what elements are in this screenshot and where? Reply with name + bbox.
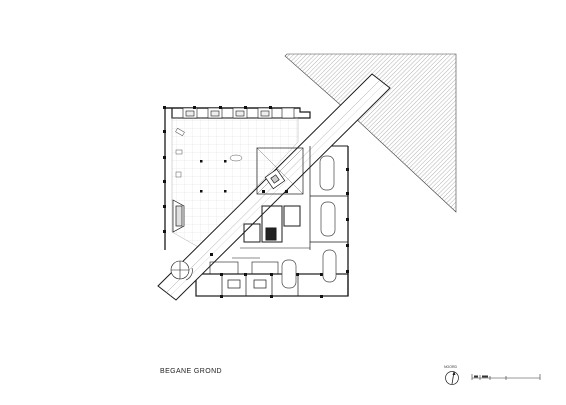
north-arrow-icon bbox=[445, 371, 459, 385]
meeting-rooms bbox=[281, 146, 348, 289]
service-core bbox=[209, 205, 310, 275]
scale-bar-icon bbox=[471, 374, 541, 380]
structural-columns bbox=[163, 106, 349, 298]
hatched-terrain bbox=[284, 53, 457, 213]
reception-desk bbox=[172, 199, 185, 233]
ground-floor-rooms bbox=[221, 274, 299, 296]
entrance-revolving-door bbox=[170, 260, 193, 281]
north-label: NOORD bbox=[444, 365, 458, 369]
drawing-title: BEGANE GROND bbox=[160, 368, 222, 375]
central-atrium bbox=[256, 147, 304, 195]
hall-floor-grid bbox=[171, 117, 299, 249]
hall-furniture bbox=[175, 127, 243, 178]
facade-window-bays bbox=[182, 107, 295, 119]
